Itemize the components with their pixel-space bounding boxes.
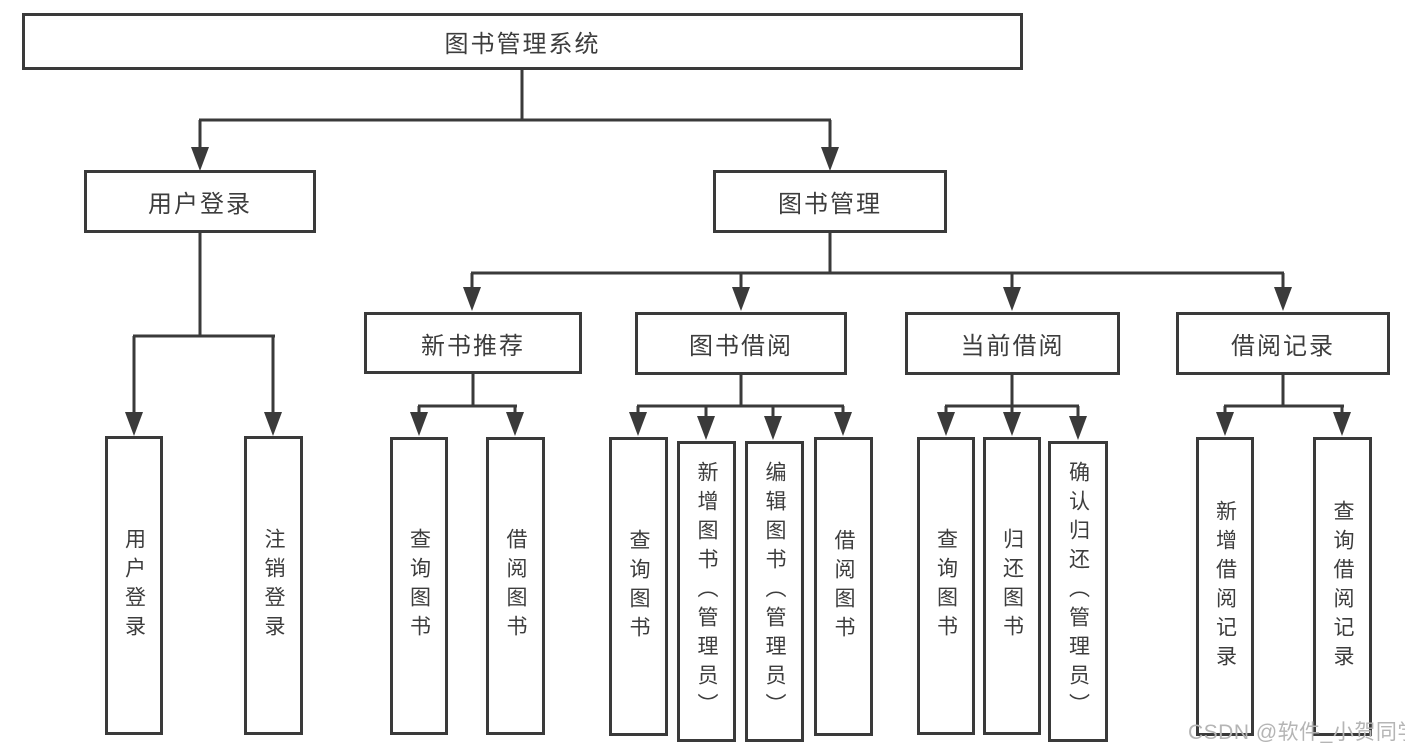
node-user-login: 用户登录 (84, 170, 316, 233)
leaf-query-books-current: 查询图书 (917, 437, 975, 735)
node-book-borrow: 图书借阅 (635, 312, 847, 375)
leaf-edit-book-admin: 编辑图书（管理员） (745, 441, 804, 742)
node-current-borrow: 当前借阅 (905, 312, 1120, 375)
leaf-query-books-borrow: 查询图书 (609, 437, 668, 736)
leaf-query-books-recommend: 查询图书 (390, 437, 448, 735)
node-book-management: 图书管理 (713, 170, 947, 233)
leaf-borrow-books-recommend: 借阅图书 (486, 437, 545, 735)
leaf-borrow-books: 借阅图书 (814, 437, 873, 736)
leaf-add-borrow-record: 新增借阅记录 (1196, 437, 1254, 736)
csdn-watermark: CSDN @软件_小贺同学 (1188, 721, 1405, 744)
leaf-return-book: 归还图书 (983, 437, 1041, 735)
leaf-add-book-admin: 新增图书（管理员） (677, 441, 736, 742)
leaf-user-login: 用户登录 (105, 436, 163, 735)
leaf-confirm-return-admin: 确认归还（管理员） (1048, 441, 1108, 742)
leaf-query-borrow-record: 查询借阅记录 (1313, 437, 1372, 736)
node-root-library-system: 图书管理系统 (22, 13, 1023, 70)
node-new-book-recommend: 新书推荐 (364, 312, 582, 374)
leaf-logout: 注销登录 (244, 436, 303, 735)
node-borrow-records: 借阅记录 (1176, 312, 1390, 375)
